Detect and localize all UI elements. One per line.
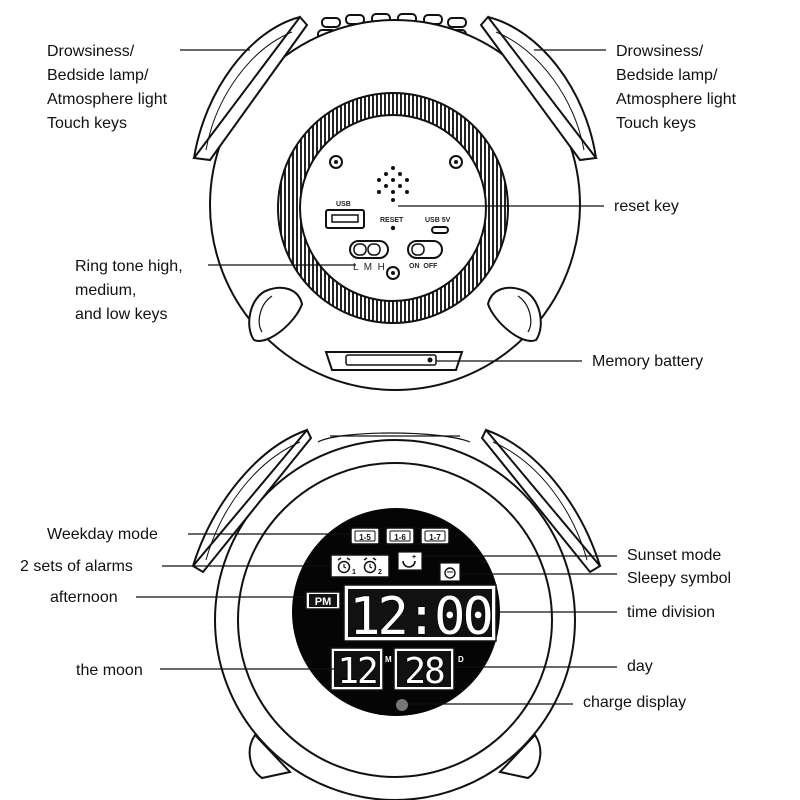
label-alarms: 2 sets of alarms [20, 558, 331, 575]
day-marker: D [458, 655, 464, 664]
svg-text:Touch keys: Touch keys [47, 115, 127, 132]
svg-text:Sleepy symbol: Sleepy symbol [627, 570, 731, 587]
svg-text:day: day [627, 658, 653, 675]
right-foot [486, 286, 542, 342]
label-weekday-mode: Weekday mode [47, 526, 350, 543]
svg-text:the moon: the moon [76, 662, 143, 679]
svg-text:charge display: charge display [583, 694, 686, 711]
svg-text:Atmosphere light: Atmosphere light [616, 91, 737, 108]
svg-text:+: + [412, 554, 416, 561]
charge-indicator-icon [396, 699, 408, 711]
time-display: 12:00 [349, 587, 491, 647]
weekday-1-5: 1-5 [359, 533, 371, 542]
weekday-1-6: 1-6 [394, 533, 406, 542]
label-memory-battery: Memory battery [436, 353, 703, 370]
svg-text:Sunset mode: Sunset mode [627, 547, 721, 564]
alarm-1-label: 1 [352, 569, 356, 576]
pm-indicator: PM [305, 591, 341, 610]
label-reset-key: reset key [398, 198, 679, 215]
svg-text:reset key: reset key [614, 198, 679, 215]
svg-text:Bedside lamp/: Bedside lamp/ [47, 67, 149, 84]
svg-text:Drowsiness/: Drowsiness/ [616, 43, 704, 60]
svg-text:PM: PM [315, 596, 332, 608]
label-sunset-mode: Sunset mode [422, 547, 721, 564]
label-time-division: time division [496, 604, 715, 621]
svg-text:time division: time division [627, 604, 715, 621]
svg-text:and low keys: and low keys [75, 306, 168, 323]
ringtone-switch[interactable] [349, 240, 389, 259]
power-switch[interactable] [407, 240, 443, 259]
ringtone-switch-label: L M H [353, 262, 385, 273]
power-switch-label: ON OFF [409, 263, 438, 270]
front-left-lamp[interactable] [191, 428, 313, 574]
right-lamp-touch-key[interactable] [479, 15, 598, 162]
svg-text:Bedside lamp/: Bedside lamp/ [616, 67, 718, 84]
svg-text:Atmosphere light: Atmosphere light [47, 91, 168, 108]
alarm-2-label: 2 [378, 569, 382, 576]
top-view-annotations: Drowsiness/ Bedside lamp/ Atmosphere lig… [47, 43, 737, 370]
label-right-lamp: Drowsiness/ Bedside lamp/ Atmosphere lig… [534, 43, 737, 132]
label-left-lamp: Drowsiness/ Bedside lamp/ Atmosphere lig… [47, 43, 250, 132]
month-display: 12 [337, 651, 376, 692]
svg-text:2 sets of alarms: 2 sets of alarms [20, 558, 133, 575]
svg-text:medium,: medium, [75, 282, 136, 299]
front-view-annotations: Weekday mode 2 sets of alarms afternoon … [20, 526, 731, 711]
sunset-icon: + [397, 551, 423, 571]
reset-label: RESET [380, 217, 404, 224]
usb5v-label: USB 5V [425, 217, 451, 224]
label-day: day [454, 658, 653, 675]
front-view-clock: 1-5 1-6 1-7 1 2 [191, 428, 602, 800]
top-view-clock: USB RESET USB 5V L M H ON OFF [192, 13, 598, 391]
label-afternoon: afternoon [50, 589, 306, 606]
usb5v-port[interactable] [431, 226, 449, 234]
reset-key[interactable] [390, 225, 396, 231]
left-lamp-touch-key[interactable] [192, 15, 309, 162]
svg-text:Memory battery: Memory battery [592, 353, 703, 370]
day-display: 28 [404, 651, 444, 692]
alarm-clock-icon [363, 557, 377, 574]
left-foot [248, 286, 304, 342]
front-left-foot [248, 733, 292, 780]
svg-text:Drowsiness/: Drowsiness/ [47, 43, 135, 60]
weekday-1-7: 1-7 [429, 533, 441, 542]
front-right-foot [498, 733, 542, 780]
svg-text:Ring tone high,: Ring tone high, [75, 258, 183, 275]
alarm-icons: 1 2 [330, 554, 390, 578]
svg-text:Weekday mode: Weekday mode [47, 526, 158, 543]
label-charge-display: charge display [408, 694, 686, 711]
month-marker: M [385, 655, 392, 664]
weekday-buttons: 1-5 1-6 1-7 [350, 527, 450, 545]
label-ringtone: Ring tone high, medium, and low keys [75, 258, 356, 323]
front-right-lamp[interactable] [480, 428, 602, 574]
usb-port-label: USB [336, 201, 351, 208]
alarm-clock-icon [337, 557, 351, 574]
speaker-grille-icon [377, 166, 409, 202]
label-moon: the moon [76, 662, 334, 679]
memory-battery-compartment[interactable] [324, 351, 464, 371]
svg-text:afternoon: afternoon [50, 589, 118, 606]
label-sleepy-symbol: Sleepy symbol [460, 570, 731, 587]
sleepy-icon [439, 562, 461, 582]
svg-text:Touch keys: Touch keys [616, 115, 696, 132]
